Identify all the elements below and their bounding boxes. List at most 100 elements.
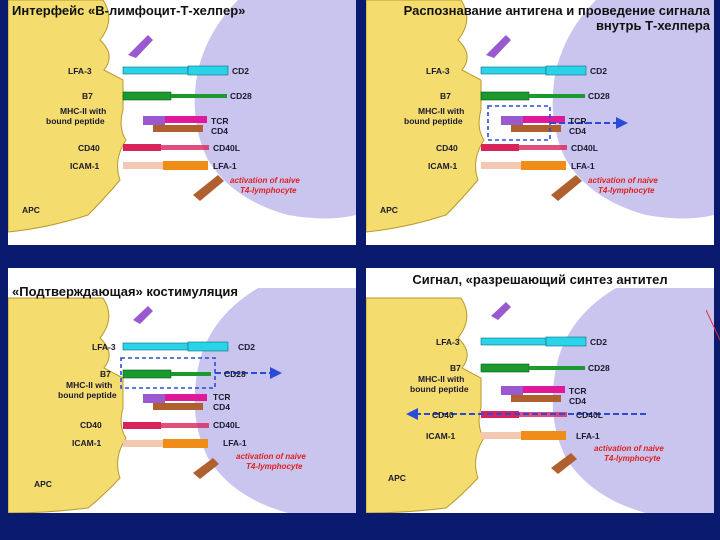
label-apc: APC xyxy=(388,473,406,483)
label-cd2: CD2 xyxy=(238,342,256,352)
cd28-bar xyxy=(171,372,211,376)
panel-diagram xyxy=(366,288,714,513)
label-cd28: CD28 xyxy=(588,363,610,373)
cd2-bar xyxy=(545,336,587,347)
label-activation-2: T4-lymphocyte xyxy=(598,186,655,195)
label-icam1: ICAM-1 xyxy=(72,438,102,448)
label-apc: APC xyxy=(22,205,40,215)
label-mhc-2: bound peptide xyxy=(404,116,463,126)
label-activation-1: activation of naive xyxy=(588,176,658,185)
label-mhc-2: bound peptide xyxy=(58,390,117,400)
apc-cell xyxy=(8,297,127,513)
label-b7: B7 xyxy=(100,369,111,379)
b7-bar xyxy=(122,369,172,379)
label-cd40l: CD40L xyxy=(576,410,603,420)
cd4-bar xyxy=(511,125,561,132)
label-mhc-1: MHC-II with xyxy=(60,106,107,116)
connector-bottom xyxy=(193,175,224,201)
panel-antibody-synthesis: Сигнал, «разрешающий синтез антител LFA-… xyxy=(366,268,714,513)
panel-title: Интерфейс «В-лимфоцит-Т-хелпер» xyxy=(12,3,246,18)
cd28-bar xyxy=(529,366,585,370)
lfa1-bar xyxy=(163,439,208,448)
cd40l-bar xyxy=(161,145,209,150)
icam1-bar xyxy=(123,440,163,447)
label-lfa1: LFA-1 xyxy=(571,161,595,171)
connector-bottom xyxy=(193,458,219,479)
icam1-bar xyxy=(123,162,163,169)
label-tcr: TCR xyxy=(211,116,229,126)
label-cd2: CD2 xyxy=(590,337,608,347)
panel-title: Сигнал, «разрешающий синтез антител xyxy=(412,272,668,287)
connector-top xyxy=(128,35,153,58)
lfa1-bar xyxy=(163,161,208,170)
cd4-bar xyxy=(153,125,203,132)
label-cd2: CD2 xyxy=(232,66,250,76)
cd28-bar xyxy=(171,94,227,98)
label-cd40l: CD40L xyxy=(213,420,240,430)
cd40l-bar xyxy=(161,423,209,428)
label-mhc-1: MHC-II with xyxy=(66,380,113,390)
label-activation-1: activation of naive xyxy=(236,452,306,461)
label-mhc-2: bound peptide xyxy=(410,384,469,394)
label-tcr: TCR xyxy=(213,392,231,402)
label-cd40: CD40 xyxy=(432,410,454,420)
lfa1-bar xyxy=(521,161,566,170)
label-apc: APC xyxy=(380,205,398,215)
label-b7: B7 xyxy=(440,91,451,101)
label-b7: B7 xyxy=(82,91,93,101)
label-cd2: CD2 xyxy=(590,66,608,76)
connector-top xyxy=(491,302,511,320)
t-cell xyxy=(194,0,356,219)
label-cd40: CD40 xyxy=(78,143,100,153)
cd2-bar xyxy=(187,341,229,352)
label-cd40l: CD40L xyxy=(213,143,240,153)
label-b7: B7 xyxy=(450,363,461,373)
apc-cell xyxy=(366,297,485,513)
lfa3-bar xyxy=(480,337,547,346)
signal-arrowhead xyxy=(270,367,282,379)
panel-title: Распознавание антигена и проведение сигн… xyxy=(403,3,710,33)
label-apc: APC xyxy=(34,479,52,489)
label-icam1: ICAM-1 xyxy=(426,431,456,441)
panel-diagram xyxy=(366,0,714,233)
tcr-bar xyxy=(523,386,565,393)
tcr-bar xyxy=(165,116,207,123)
signal-arrowhead xyxy=(616,117,628,129)
label-activation-2: T4-lymphocyte xyxy=(604,454,661,463)
icam1-bar xyxy=(481,432,521,439)
label-activation-1: activation of naive xyxy=(594,444,664,453)
t-cell xyxy=(194,288,356,513)
cd2-bar xyxy=(187,65,229,76)
mhc-bar xyxy=(501,386,523,395)
lfa3-bar xyxy=(122,66,189,75)
label-activation-1: activation of naive xyxy=(230,176,300,185)
label-lfa1: LFA-1 xyxy=(576,431,600,441)
cd4-bar xyxy=(153,403,203,410)
label-activation-2: T4-lymphocyte xyxy=(246,462,303,471)
label-mhc-2: bound peptide xyxy=(46,116,105,126)
label-cd40: CD40 xyxy=(436,143,458,153)
label-lfa3: LFA-3 xyxy=(92,342,116,352)
cd40-bar xyxy=(123,144,161,151)
tcr-bar xyxy=(523,116,565,123)
label-mhc-1: MHC-II with xyxy=(418,374,465,384)
panel-title: «Подтверждающая» костимуляция xyxy=(12,284,238,299)
panel-diagram xyxy=(8,0,356,233)
icam1-bar xyxy=(481,162,521,169)
cd40-bar xyxy=(123,422,161,429)
adhesion-molecules xyxy=(480,35,587,201)
adhesion-molecules xyxy=(122,35,229,201)
label-icam1: ICAM-1 xyxy=(428,161,458,171)
b7-bar xyxy=(480,91,530,101)
cd4-bar xyxy=(511,395,561,402)
mhc-bar xyxy=(143,116,165,125)
b7-bar xyxy=(480,363,530,373)
apc-cell xyxy=(8,0,127,233)
label-cd40: CD40 xyxy=(80,420,102,430)
t-cell xyxy=(552,288,714,513)
apc-cell xyxy=(366,0,485,233)
label-lfa1: LFA-1 xyxy=(213,161,237,171)
connector-bottom xyxy=(551,453,577,474)
label-cd4: CD4 xyxy=(569,396,587,406)
t-cell xyxy=(552,0,714,219)
